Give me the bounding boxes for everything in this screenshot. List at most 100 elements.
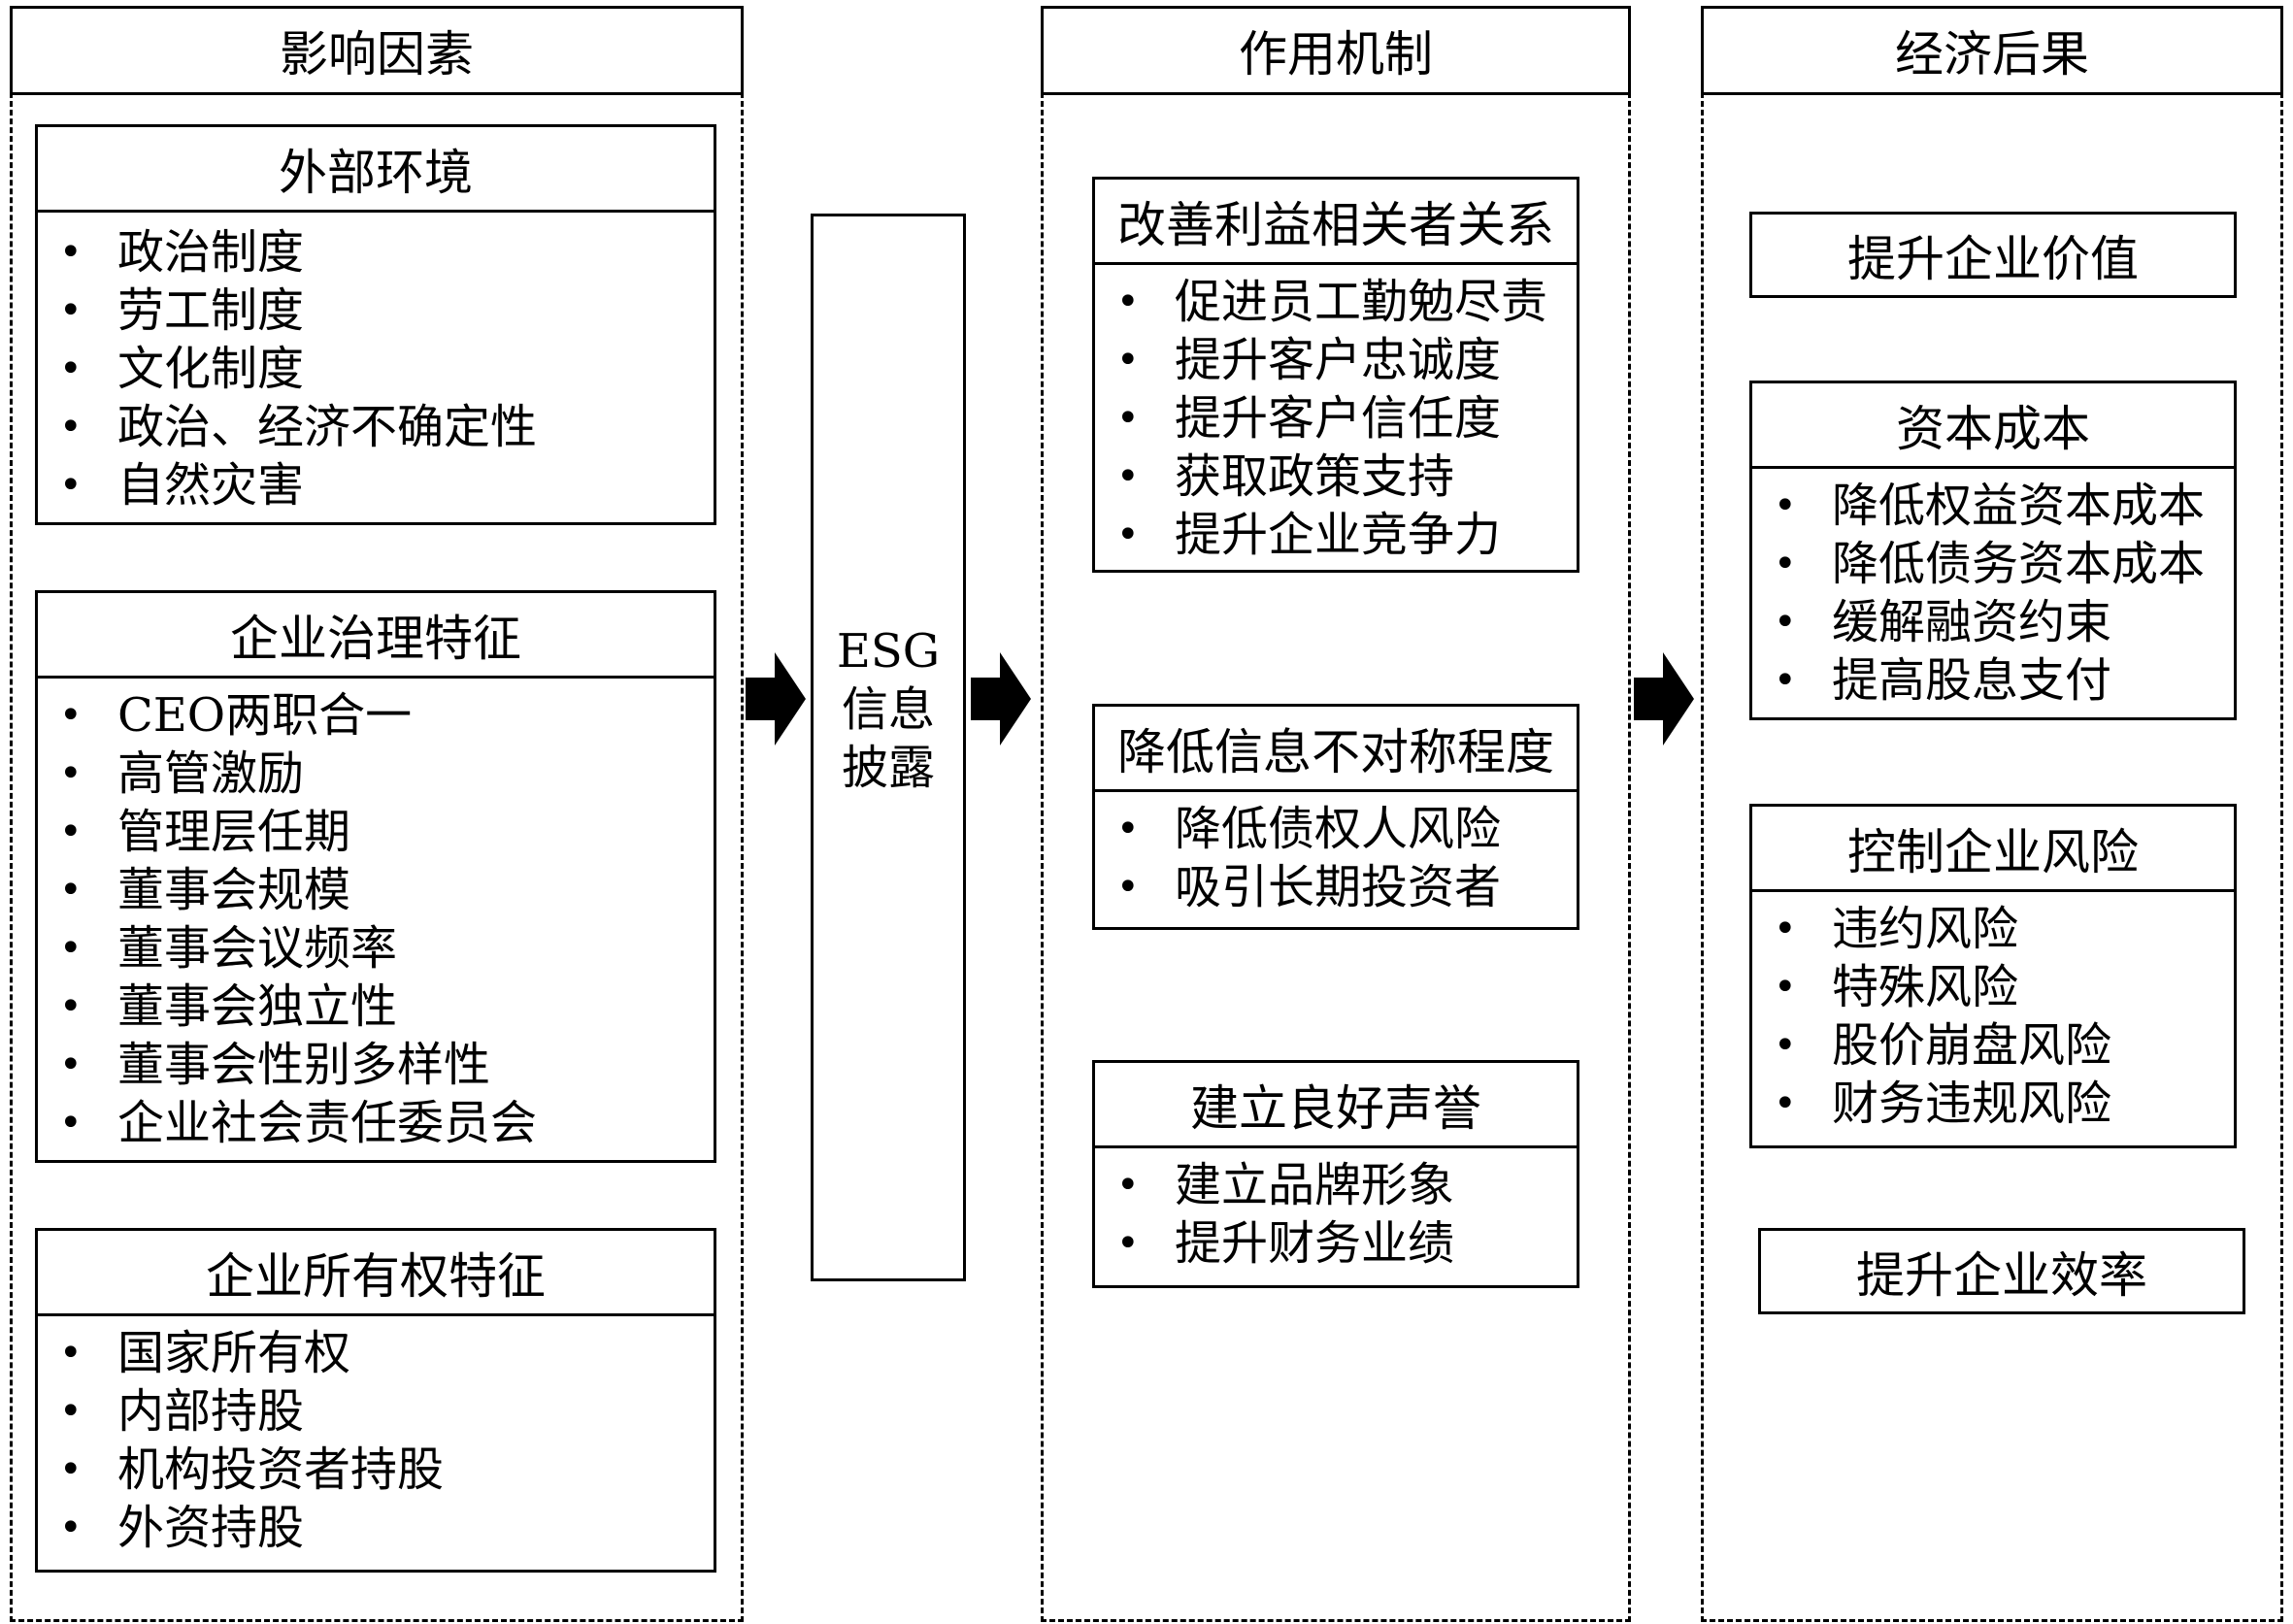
- item-text: 企业社会责任委员会: [117, 1096, 538, 1150]
- item-text: 提升客户忠诚度: [1175, 333, 1502, 387]
- item-text: 内部持股: [117, 1384, 305, 1439]
- item-list: • 国家所有权 • 内部持股 • 机构投资者持股 • 外资持股: [38, 1316, 714, 1557]
- bullet-icon: •: [59, 347, 83, 391]
- list-item: •董事会议频率: [38, 919, 714, 978]
- item-text: 管理层任期: [117, 805, 351, 859]
- bullet-icon: •: [59, 926, 83, 971]
- list-item: •降低债务资本成本: [1752, 535, 2234, 593]
- risk-control-card: 控制企业风险 •违约风险 •特殊风险 •股价崩盘风险 •财务违规风险: [1749, 804, 2237, 1148]
- item-text: CEO两职合一: [117, 688, 413, 743]
- bullet-icon: •: [59, 1043, 83, 1087]
- item-text: 缓解融资约束: [1832, 595, 2112, 649]
- list-item: •董事会独立性: [38, 978, 714, 1036]
- bullet-icon: •: [59, 463, 83, 508]
- esg-line: 信息: [841, 682, 935, 737]
- list-item: • 违约风险: [1752, 900, 2234, 958]
- list-item: •提升财务业绩: [1095, 1214, 1577, 1273]
- item-list: •CEO两职合一 •高管激励 •管理层任期 •董事会规模 •董事会议频率 •董事…: [38, 679, 714, 1152]
- esg-disclosure-box: ESG 信息 披露: [811, 214, 966, 1281]
- bullet-icon: •: [59, 1506, 83, 1550]
- item-text: 降低权益资本成本: [1832, 479, 2206, 533]
- list-item: •政治、经济不确定性: [38, 398, 714, 456]
- information-asymmetry-card: 降低信息不对称程度 • 降低债权人风险 •吸引长期投资者: [1092, 704, 1579, 930]
- card-title: 企业治理特征: [38, 593, 714, 679]
- list-item: •财务违规风险: [1752, 1075, 2234, 1133]
- card-title-text: 企业治理特征: [230, 610, 521, 667]
- mechanism-column-frame: [1041, 92, 1631, 1622]
- list-item: • 高管激励: [38, 745, 714, 803]
- bullet-icon: •: [1774, 1081, 1797, 1126]
- card-title-text: 外部环境: [279, 144, 473, 201]
- bullet-icon: •: [1116, 807, 1140, 851]
- bullet-icon: •: [59, 230, 83, 275]
- list-item: • 缓解融资约束: [1752, 593, 2234, 651]
- item-text: 国家所有权: [117, 1326, 351, 1380]
- list-item: • 降低债权人风险: [1095, 800, 1577, 858]
- factors-column-frame: [10, 92, 744, 1622]
- item-text: 提升客户信任度: [1175, 391, 1502, 446]
- esg-line: ESG: [836, 624, 941, 679]
- bullet-icon: •: [1116, 513, 1140, 557]
- card-title: 降低信息不对称程度: [1095, 707, 1577, 792]
- list-item: • 外资持股: [38, 1499, 714, 1557]
- esg-line: 披露: [841, 741, 935, 795]
- list-item: •股价崩盘风险: [1752, 1016, 2234, 1075]
- card-title: 资本成本: [1752, 383, 2234, 469]
- bullet-icon: •: [59, 1447, 83, 1492]
- item-text: 文化制度: [117, 342, 305, 396]
- bullet-icon: •: [1116, 396, 1140, 441]
- item-text: 违约风险: [1832, 902, 2019, 956]
- card-title-text: 控制企业风险: [1847, 823, 2139, 880]
- list-item: • 提升客户信任度: [1095, 389, 1577, 447]
- bullet-icon: •: [1774, 907, 1797, 951]
- list-item: • 机构投资者持股: [38, 1441, 714, 1499]
- item-text: 降低债务资本成本: [1832, 537, 2206, 591]
- bullet-icon: •: [1774, 600, 1797, 645]
- item-text: 促进员工勤勉尽责: [1175, 275, 1548, 329]
- outcomes-column-frame: [1701, 92, 2283, 1622]
- list-item: •提升客户忠诚度: [1095, 331, 1577, 389]
- list-item: •吸引长期投资者: [1095, 858, 1577, 916]
- card-title: 企业所有权特征: [38, 1231, 714, 1316]
- item-text: 高管激励: [117, 746, 305, 801]
- card-title: 控制企业风险: [1752, 807, 2234, 892]
- bullet-icon: •: [1774, 483, 1797, 528]
- item-text: 提升企业竞争力: [1175, 508, 1502, 562]
- item-text: 机构投资者持股: [117, 1442, 445, 1497]
- right-arrow-icon: [746, 652, 806, 746]
- box-text: 提升企业效率: [1856, 1246, 2147, 1304]
- outcomes-column-header: 经济后果: [1701, 6, 2283, 95]
- item-list: •违约风险 •特殊风险 •股价崩盘风险 •财务违规风险: [1752, 892, 2234, 1133]
- list-item: • 提高股息支付: [1752, 651, 2234, 710]
- bullet-icon: •: [59, 751, 83, 796]
- item-text: 降低债权人风险: [1175, 802, 1502, 856]
- list-item: •董事会性别多样性: [38, 1036, 714, 1094]
- card-title-text: 建立良好声誉: [1190, 1079, 1481, 1137]
- item-list: •促进员工勤勉尽责 •提升客户忠诚度 •提升客户信任度 •获取政策支持 •提升企…: [1095, 265, 1577, 564]
- bullet-icon: •: [1116, 1163, 1140, 1208]
- item-text: 外资持股: [117, 1501, 305, 1555]
- item-text: 获取政策支持: [1175, 449, 1455, 504]
- list-item: • 国家所有权: [38, 1324, 714, 1382]
- factors-header-label: 影响因素: [280, 26, 474, 83]
- card-title: 外部环境: [38, 127, 714, 213]
- bullet-icon: •: [59, 1331, 83, 1375]
- bullet-icon: •: [59, 1101, 83, 1145]
- item-list: •政治制度 •劳工制度 •文化制度 •政治、经济不确定性 •自然灾害: [38, 213, 714, 514]
- item-text: 提高股息支付: [1832, 653, 2112, 708]
- card-title-text: 资本成本: [1896, 400, 2090, 457]
- item-text: 劳工制度: [117, 283, 305, 338]
- list-item: • 获取政策支持: [1095, 447, 1577, 506]
- item-text: 董事会独立性: [117, 979, 398, 1034]
- bullet-icon: •: [59, 288, 83, 333]
- bullet-icon: •: [1116, 454, 1140, 499]
- item-list: •建立品牌形象 •提升财务业绩: [1095, 1148, 1577, 1273]
- bullet-icon: •: [1774, 658, 1797, 703]
- card-title: 改善利益相关者关系: [1095, 180, 1577, 265]
- card-title-text: 改善利益相关者关系: [1117, 196, 1554, 253]
- right-arrow-icon: [1634, 652, 1694, 746]
- list-item: •董事会规模: [38, 861, 714, 919]
- stakeholder-relations-card: 改善利益相关者关系 • 促进员工勤勉尽责 •提升客户忠诚度 • 提升客户信任度 • 获…: [1092, 177, 1579, 573]
- bullet-icon: •: [1116, 865, 1140, 910]
- governance-characteristics-card: 企业治理特征 •CEO两职合一 •高管激励 •管理层任期 •董事会规模 •董事会…: [35, 590, 716, 1163]
